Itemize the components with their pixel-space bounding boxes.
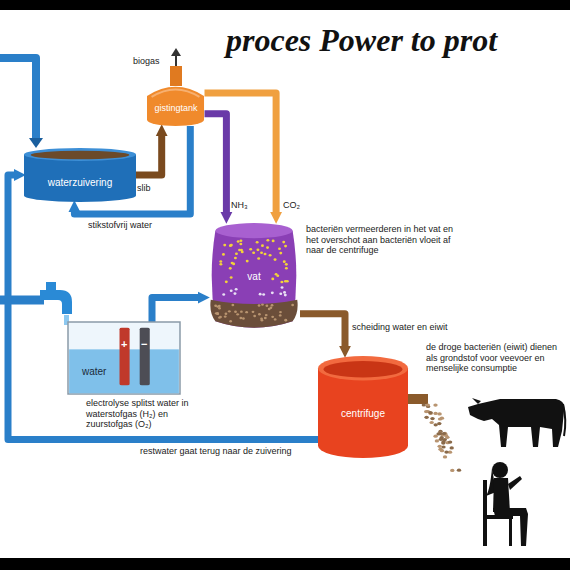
pipe-connector <box>136 135 162 175</box>
pellets <box>422 403 462 472</box>
node-text-wrap: vat <box>247 271 260 282</box>
process-vessel: gistingtank <box>147 82 204 126</box>
output-pipe <box>408 394 428 404</box>
pellet <box>424 416 428 419</box>
chimney <box>170 66 182 86</box>
pellet <box>430 421 434 424</box>
electrode-sign: + <box>121 338 131 350</box>
pellet <box>426 403 430 406</box>
pellet <box>428 412 432 415</box>
pellet <box>437 422 441 425</box>
pellet <box>450 469 454 472</box>
pellet <box>444 451 448 454</box>
node-label: waterzuivering <box>48 177 112 188</box>
process-vessel: centrifuge <box>318 356 408 458</box>
cow-ear <box>472 398 481 404</box>
tap <box>40 290 72 314</box>
biogas-arrowhead <box>171 48 181 56</box>
vessel-shape <box>318 356 408 458</box>
inlet-arrow <box>29 138 43 148</box>
output-label: biogas <box>133 56 169 67</box>
process-vessel: vat <box>208 222 300 330</box>
pellet <box>435 439 439 442</box>
pipe-connector <box>300 314 345 347</box>
node-label: water <box>82 366 106 377</box>
person <box>483 462 528 546</box>
inlet-pipe <box>0 58 36 140</box>
top-bar <box>0 0 570 10</box>
process-vessel: water <box>68 322 180 394</box>
pellet <box>450 446 454 449</box>
pellet <box>428 411 432 414</box>
vessel-shape <box>24 148 136 202</box>
pellet <box>443 438 447 441</box>
pellet <box>437 412 441 415</box>
edge-label: stikstofvrij water <box>88 220 152 231</box>
pellet <box>433 412 437 415</box>
pellet <box>438 445 442 448</box>
vessel-shape <box>68 322 180 394</box>
pellet <box>441 445 445 448</box>
tap-handle <box>46 282 56 291</box>
node-label: vat <box>247 271 260 282</box>
pipe-connector <box>205 93 277 213</box>
node-label: centrifuge <box>341 408 385 419</box>
pellet <box>457 469 461 472</box>
node-text-wrap: water <box>82 366 106 377</box>
process-vessel: waterzuivering <box>24 148 136 202</box>
edge-label: scheiding water en eiwit <box>352 322 448 333</box>
pellet <box>433 404 437 407</box>
node-text-wrap: waterzuivering <box>48 177 112 188</box>
pipe-connector <box>8 175 318 440</box>
pellet <box>422 403 426 406</box>
edge-label: slib <box>137 183 151 194</box>
note: de droge bacteriën (eiwit) dienen als gr… <box>426 342 566 374</box>
pellet <box>430 417 434 420</box>
pipe-connector <box>152 298 199 322</box>
node-text-wrap: centrifuge <box>341 408 385 419</box>
pipe-connector <box>205 114 227 213</box>
note: bacteriën vermeerderen in het vat en het… <box>306 224 464 256</box>
pellet <box>440 417 444 420</box>
pellet <box>448 441 452 444</box>
node-text-wrap: gistingtank <box>154 103 197 113</box>
pellet <box>424 410 428 413</box>
cow-tail <box>563 404 565 436</box>
edge-label: CO₂ <box>283 200 300 211</box>
note: electrolyse splitst water in waterstofga… <box>86 398 216 430</box>
edge-label: restwater gaat terug naar de zuivering <box>140 446 292 457</box>
biogas-arrow <box>175 55 177 66</box>
pellet <box>443 455 447 458</box>
bottom-bar <box>0 558 570 570</box>
pellet <box>442 432 446 435</box>
node-label: gistingtank <box>154 103 197 113</box>
pellet <box>440 449 444 452</box>
edge-label: NH₃ <box>231 200 248 211</box>
pellet <box>436 432 440 435</box>
electrode-sign: − <box>141 338 151 350</box>
cow <box>468 399 564 447</box>
title: proces Power to prot <box>226 22 497 59</box>
